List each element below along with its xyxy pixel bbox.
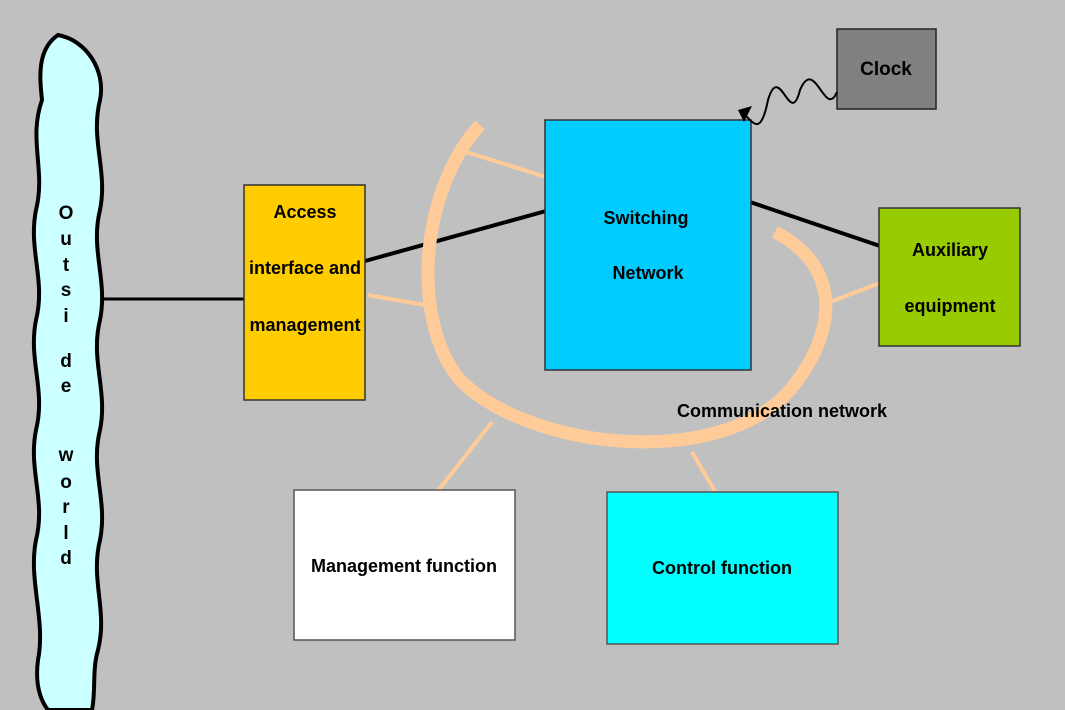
communication-network-ring — [367, 120, 881, 497]
world-letter: l — [63, 523, 68, 544]
outside-letter: e — [61, 376, 72, 397]
clock-box — [836, 28, 937, 110]
world-letter: d — [60, 548, 72, 569]
auxiliary-label-line1: Auxiliary — [912, 240, 988, 260]
access-interface-box — [243, 184, 366, 401]
clock-arrowhead — [738, 106, 752, 122]
outside-letter: u — [60, 229, 72, 250]
outside-world-cloud — [31, 32, 105, 710]
world-letter: r — [62, 497, 70, 518]
control-function-label: Control function — [652, 558, 792, 578]
outside-letter: O — [59, 203, 74, 224]
access-label-line3: management — [249, 315, 360, 335]
auxiliary-label-line2: equipment — [904, 296, 995, 316]
outside-letter: s — [61, 280, 72, 301]
world-letter: w — [58, 445, 74, 466]
outside-letter: t — [63, 255, 70, 276]
outside-world-label: O u t s i d e w o r l d — [58, 203, 74, 569]
control-function-box — [606, 491, 839, 645]
access-label-line1: Access — [273, 202, 336, 222]
access-label-line2: interface and — [249, 258, 361, 278]
outside-letter: d — [60, 351, 72, 372]
clock-signal-wave — [741, 78, 838, 126]
access-to-switching-link — [364, 209, 547, 263]
management-function-box — [293, 489, 516, 641]
switching-label-line2: Network — [612, 263, 684, 283]
auxiliary-equipment-box — [878, 207, 1021, 347]
outside-letter: i — [63, 306, 68, 327]
management-function-label: Management function — [311, 556, 497, 576]
clock-label: Clock — [860, 59, 912, 80]
switching-label-line1: Switching — [604, 208, 689, 228]
switching-network-box — [544, 119, 752, 371]
communication-network-label: Communication network — [677, 401, 888, 421]
switching-to-auxiliary-link — [749, 200, 881, 248]
world-letter: o — [60, 472, 72, 493]
